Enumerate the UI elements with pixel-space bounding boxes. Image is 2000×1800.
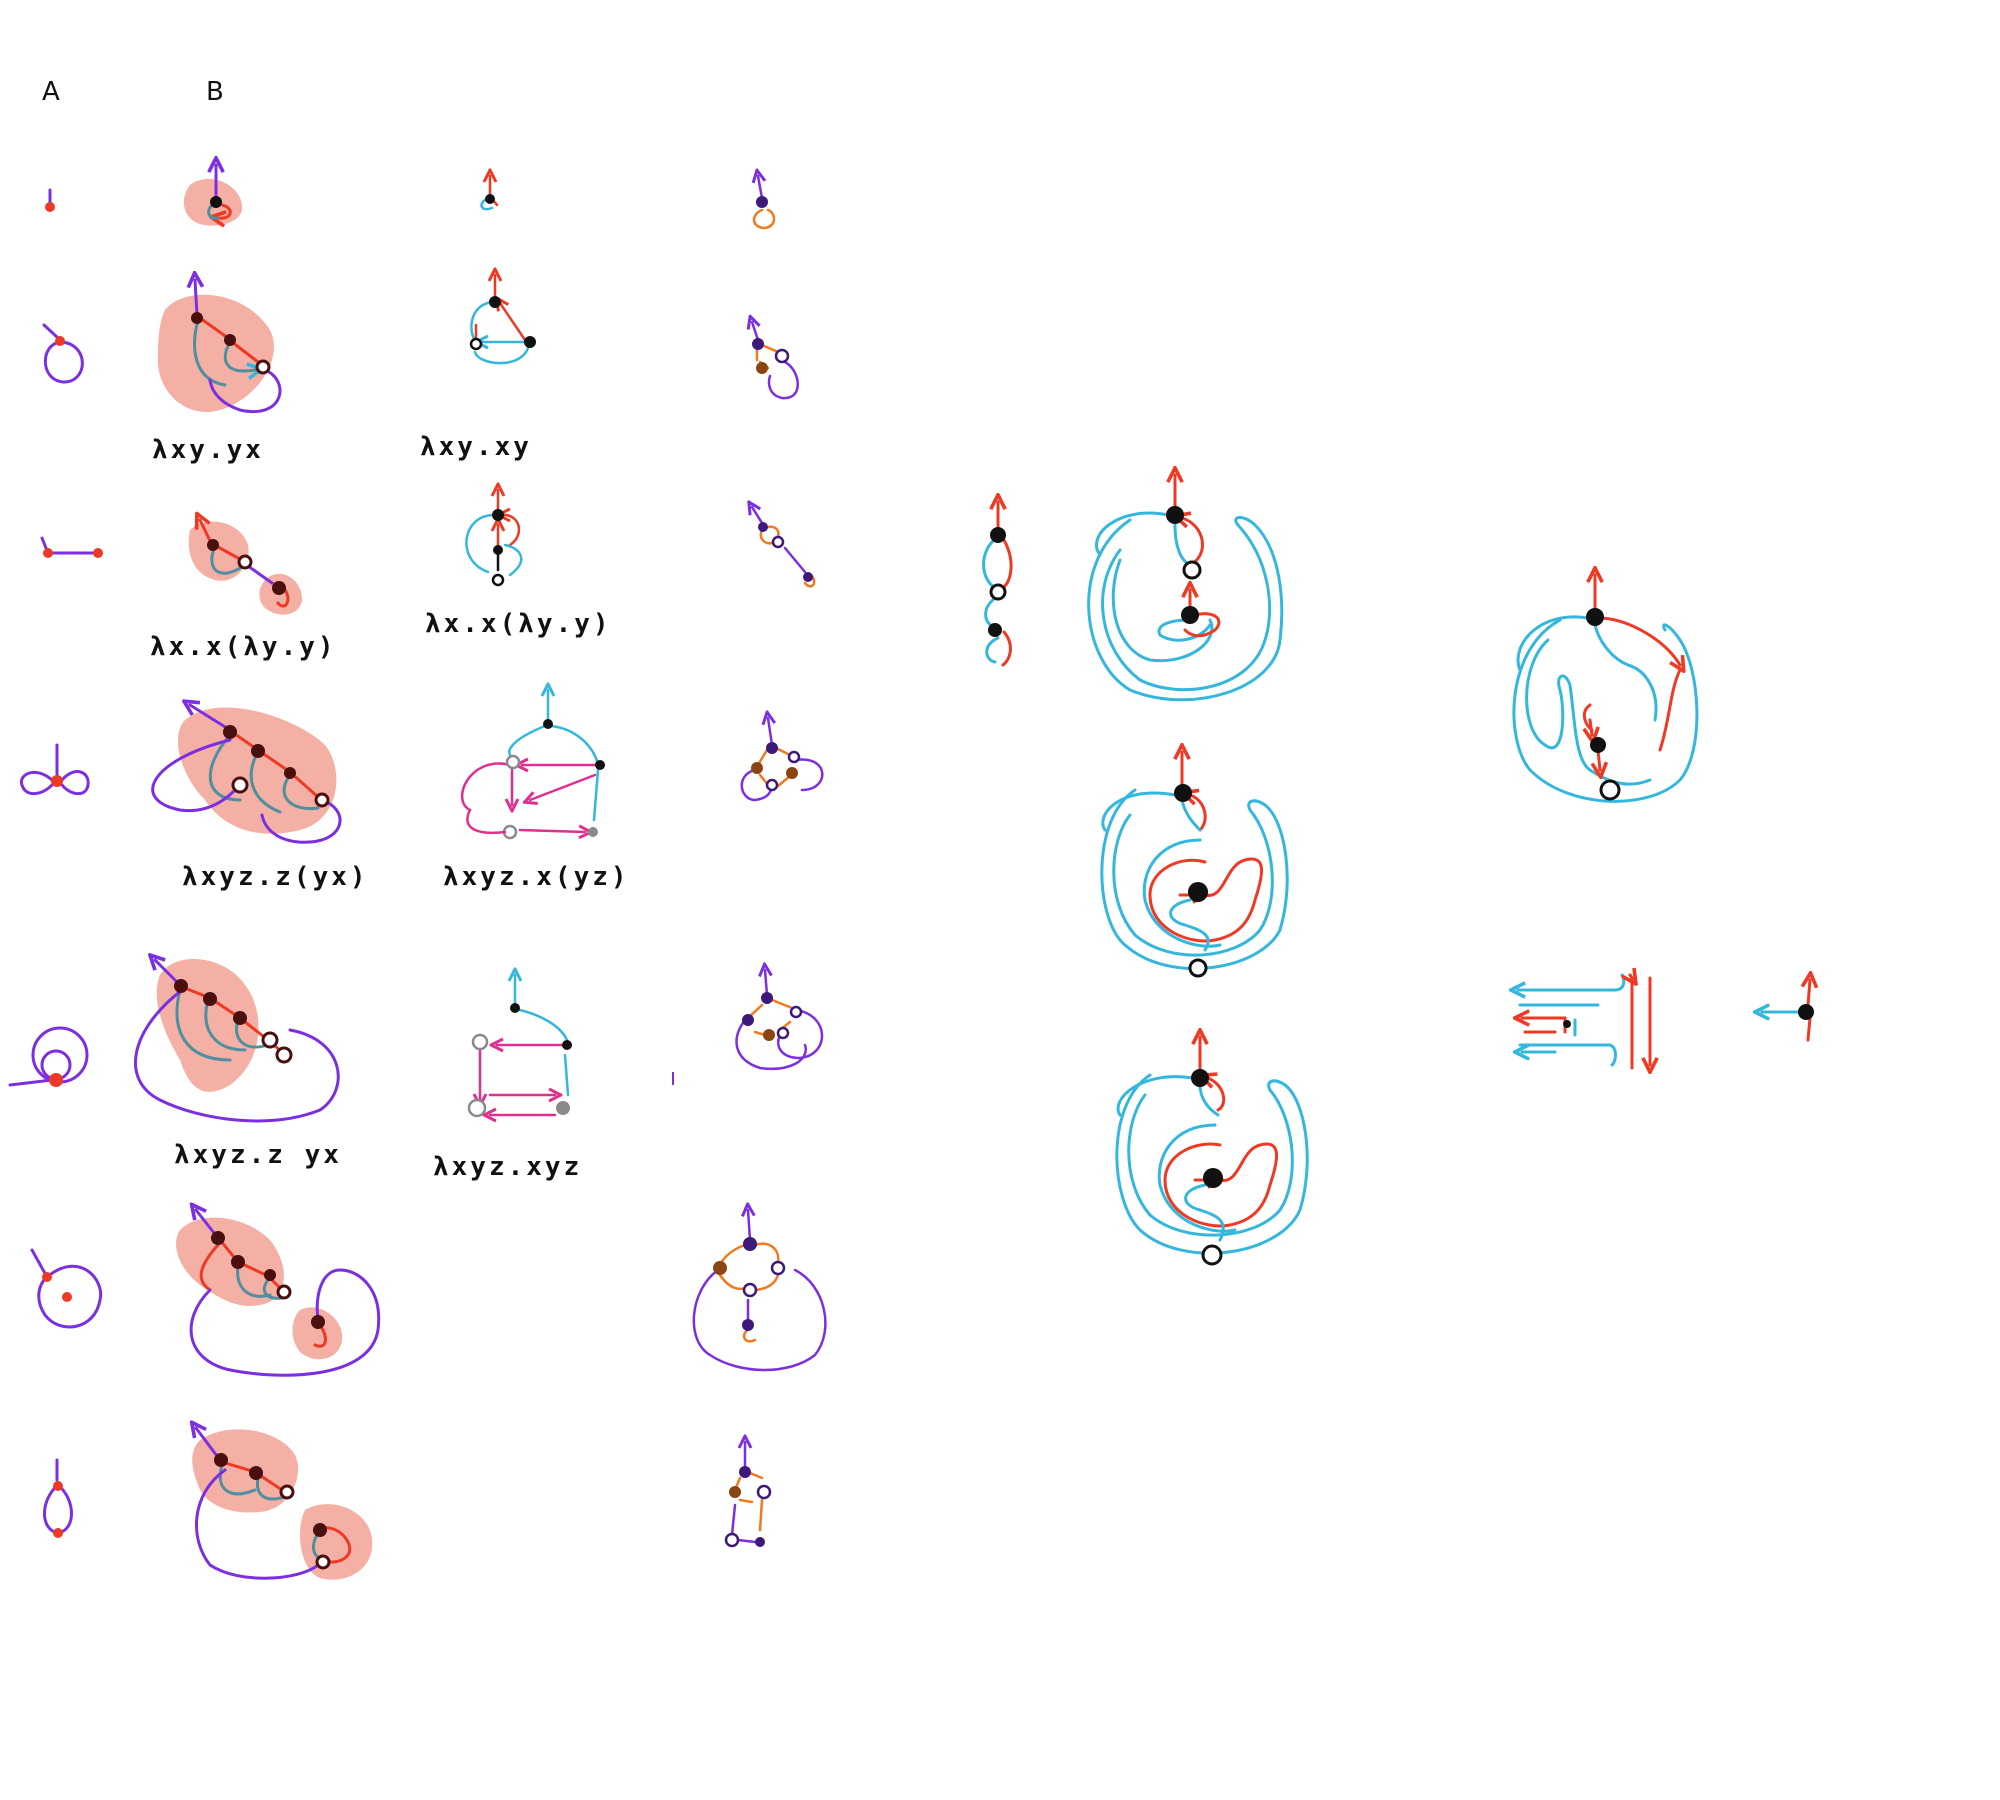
map-a-row3 [40, 536, 103, 558]
spiral-diagram-2 [1100, 752, 1289, 978]
graph-d-row7 [724, 1442, 772, 1548]
graph-d-row6 [692, 1210, 827, 1372]
graph-d-row1 [754, 176, 776, 230]
lambda-term-r2-b: λxy.yx [152, 435, 264, 465]
blob-diagram-b-row5 [134, 959, 340, 1123]
map-a-row7 [43, 1458, 73, 1538]
graph-c-row2 [469, 275, 536, 365]
blob-diagram-b-row4 [151, 705, 342, 844]
map-a-row4 [19, 743, 90, 796]
blob-diagram-b-row2 [157, 280, 282, 414]
lambda-term-r2-c: λxy.xy [420, 432, 532, 462]
graph-c-row1 [480, 176, 499, 211]
map-a-row5 [8, 1026, 89, 1087]
lambda-term-r4-c: λxyz.x(yz) [443, 862, 630, 892]
lambda-term-r5-c: λxyz.xyz [433, 1152, 582, 1182]
map-a-row6 [30, 1248, 103, 1329]
column-header-a: A [42, 77, 60, 107]
spiral-diagram-1 [1087, 475, 1284, 702]
comb-diagram [1518, 975, 1650, 1068]
lambda-term-r5-b: λxyz.z yx [174, 1140, 342, 1170]
chain-diagram [982, 502, 1013, 667]
column-header-b: B [206, 77, 224, 107]
blob-diagram-b-row7 [192, 1428, 373, 1580]
spiral-diagram-4 [1512, 575, 1699, 803]
arrow-node-diagram [1762, 980, 1814, 1042]
graph-d-row5 [735, 970, 824, 1071]
blob-diagram-b-row1 [183, 165, 243, 226]
lambda-term-r4-b: λxyz.z(yx) [182, 862, 369, 892]
blob-diagram-b-row6 [176, 1210, 381, 1377]
graph-d-row3 [752, 507, 816, 588]
graph-d-row4 [740, 718, 824, 802]
graph-d-row2 [752, 322, 799, 400]
lambda-term-r3-c: λx.x(λy.y) [425, 609, 612, 639]
graph-c-row4 [460, 690, 605, 840]
lambda-term-r3-b: λx.x(λy.y) [150, 632, 337, 662]
map-a-row2 [42, 323, 84, 384]
graph-c-row3 [465, 490, 523, 587]
graph-c-row5 [467, 975, 572, 1116]
spiral-diagram-3 [1115, 1037, 1309, 1266]
map-a-row1 [45, 188, 55, 212]
blob-diagram-b-row3 [188, 520, 303, 615]
